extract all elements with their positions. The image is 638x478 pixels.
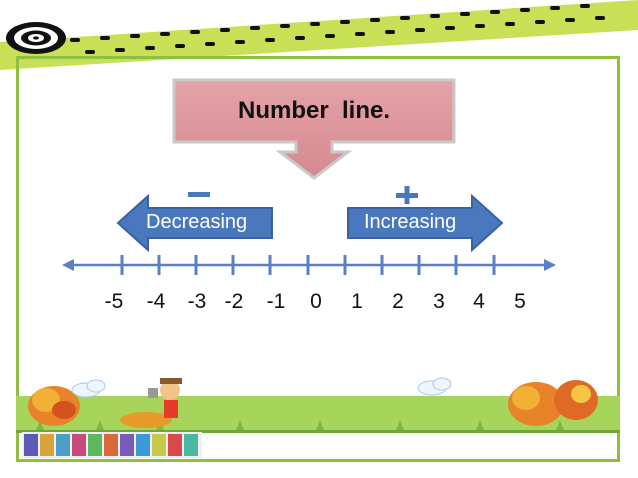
number-label: 3 (433, 290, 445, 313)
plus-sign-icon (396, 186, 418, 204)
bush-icon (28, 386, 80, 426)
number-label: -3 (187, 290, 207, 313)
page-title: Number line. (237, 97, 391, 124)
decreasing-arrow (116, 194, 273, 252)
increasing-arrow (347, 194, 504, 252)
minus-sign-icon (188, 192, 210, 197)
character-icon (120, 378, 182, 428)
number-label: 2 (392, 290, 404, 313)
number-line (62, 255, 556, 275)
number-label: 4 (473, 290, 485, 313)
mathematics-banner-icon (22, 432, 202, 458)
number-label: 0 (310, 290, 322, 313)
number-label: 1 (351, 290, 363, 313)
number-label: -1 (266, 290, 286, 313)
number-label: -4 (146, 290, 166, 313)
number-label: -2 (224, 290, 244, 313)
target-icon (6, 22, 66, 54)
increasing-label: Increasing (364, 211, 457, 233)
bush-icon (508, 380, 598, 426)
top-decorative-band (0, 0, 638, 70)
title-callout (172, 78, 456, 180)
slide-frame (16, 56, 620, 462)
cloud-icon (417, 377, 452, 396)
bottom-scene (16, 377, 620, 433)
decreasing-label: Decreasing (146, 211, 248, 233)
number-label: -5 (104, 290, 124, 313)
number-label: 5 (514, 290, 526, 313)
cloud-icon (71, 379, 106, 398)
